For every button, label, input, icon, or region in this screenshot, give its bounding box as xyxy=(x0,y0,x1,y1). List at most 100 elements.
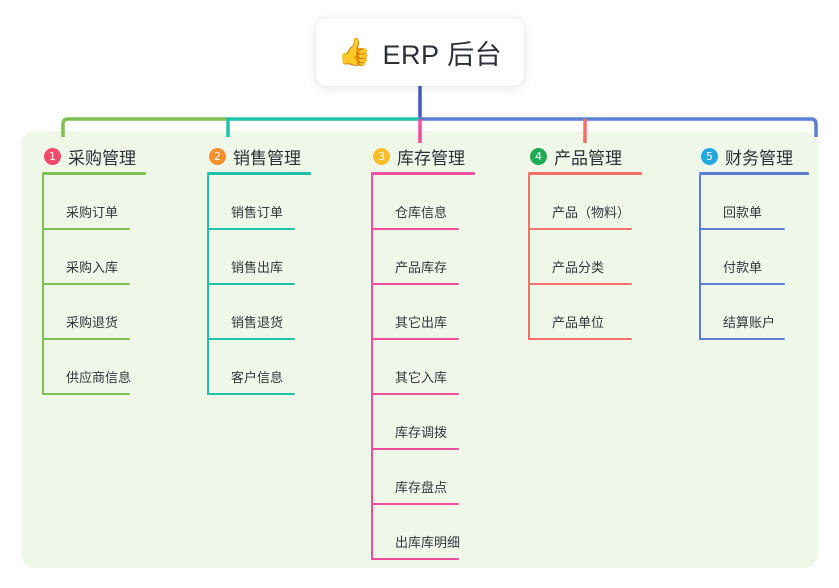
leaf-item[interactable]: 仓库信息 xyxy=(371,175,475,230)
leaf-item-underline xyxy=(42,338,130,340)
leaf-item-label: 产品单位 xyxy=(552,315,605,330)
leaf-item[interactable]: 采购入库 xyxy=(42,230,146,285)
leaf-item[interactable]: 库存调拨 xyxy=(371,395,475,450)
leaf-item-underline xyxy=(528,228,632,230)
leaf-item-label: 销售订单 xyxy=(231,205,284,220)
leaf-item[interactable]: 产品分类 xyxy=(528,230,642,285)
leaf-item-label: 其它入库 xyxy=(395,370,448,385)
leaf-connector-stem xyxy=(42,230,44,285)
branch-column-4: 4 产品管理产品（物料） 产品分类产品单位 xyxy=(528,143,642,340)
leaf-connector-stem xyxy=(371,230,373,285)
leaf-connector-stem xyxy=(207,340,209,395)
category-number-badge: 4 xyxy=(530,147,547,165)
root-title: ERP 后台 xyxy=(382,39,503,70)
leaf-item[interactable]: 客户信息 xyxy=(207,340,311,395)
root-node[interactable]: 👍 ERP 后台 xyxy=(316,18,524,86)
leaf-item[interactable]: 供应商信息 xyxy=(42,340,146,395)
leaf-item-label: 采购订单 xyxy=(66,205,119,220)
category-label: 产品管理 xyxy=(554,148,622,168)
category-label: 销售管理 xyxy=(233,148,301,168)
leaf-item[interactable]: 回款单 xyxy=(699,175,809,230)
leaf-item-underline xyxy=(699,338,785,340)
diagram-background-panel xyxy=(21,131,818,568)
branch-column-3: 3 库存管理仓库信息产品库存其它出库其它入库库存调拨库存盘点出库库明细 xyxy=(371,143,475,560)
leaf-item-label: 采购入库 xyxy=(66,260,119,275)
category-underline xyxy=(699,172,809,175)
leaf-item-label: 回款单 xyxy=(723,205,763,220)
leaf-item[interactable]: 产品库存 xyxy=(371,230,475,285)
leaf-connector-stem xyxy=(207,175,209,230)
leaf-item[interactable]: 销售退货 xyxy=(207,285,311,340)
category-label: 财务管理 xyxy=(725,148,793,168)
leaf-item[interactable]: 产品（物料） xyxy=(528,175,642,230)
leaf-item-underline xyxy=(371,338,459,340)
leaf-item[interactable]: 其它入库 xyxy=(371,340,475,395)
leaf-connector-stem xyxy=(528,285,530,340)
leaf-item-underline xyxy=(42,393,130,395)
leaf-item-underline xyxy=(42,228,130,230)
leaf-item[interactable]: 结算账户 xyxy=(699,285,809,340)
leaf-item[interactable]: 出库库明细 xyxy=(371,505,475,560)
leaf-item-label: 产品库存 xyxy=(395,260,448,275)
leaf-item[interactable]: 其它出库 xyxy=(371,285,475,340)
leaf-connector-stem xyxy=(371,450,373,505)
leaf-item-underline xyxy=(371,448,459,450)
leaf-item-label: 付款单 xyxy=(723,260,763,275)
leaf-item[interactable]: 库存盘点 xyxy=(371,450,475,505)
thumbs-up-emoji: 👍 xyxy=(337,36,372,67)
category-header-1[interactable]: 1 采购管理 xyxy=(42,143,146,169)
category-underline xyxy=(207,172,311,175)
category-header-4[interactable]: 4 产品管理 xyxy=(528,143,642,169)
category-number-badge: 3 xyxy=(373,147,390,165)
leaf-item[interactable]: 产品单位 xyxy=(528,285,642,340)
leaf-item-underline xyxy=(371,558,459,560)
leaf-item-label: 结算账户 xyxy=(723,315,776,330)
leaf-item[interactable]: 采购订单 xyxy=(42,175,146,230)
leaf-item-label: 采购退货 xyxy=(66,315,119,330)
leaf-item-underline xyxy=(371,503,459,505)
leaf-item-underline xyxy=(528,338,632,340)
leaf-item-underline xyxy=(371,228,459,230)
leaf-connector-stem xyxy=(42,285,44,340)
leaf-item[interactable]: 销售出库 xyxy=(207,230,311,285)
leaf-connector-stem xyxy=(528,175,530,230)
category-number-badge: 1 xyxy=(44,147,61,165)
category-header-3[interactable]: 3 库存管理 xyxy=(371,143,475,169)
leaf-item-label: 库存调拨 xyxy=(395,425,448,440)
leaf-item-label: 产品分类 xyxy=(552,260,605,275)
category-label: 采购管理 xyxy=(68,148,136,168)
category-number-badge: 2 xyxy=(209,147,226,165)
leaf-item-underline xyxy=(207,338,295,340)
leaf-connector-stem xyxy=(42,175,44,230)
leaf-item[interactable]: 销售订单 xyxy=(207,175,311,230)
branch-column-1: 1 采购管理采购订单采购入库采购退货供应商信息 xyxy=(42,143,146,395)
leaf-item[interactable]: 付款单 xyxy=(699,230,809,285)
leaf-item-label: 销售出库 xyxy=(231,260,284,275)
leaf-item-underline xyxy=(42,283,130,285)
category-underline xyxy=(42,172,146,175)
leaf-item[interactable]: 采购退货 xyxy=(42,285,146,340)
leaf-item-underline xyxy=(528,283,632,285)
leaf-item-underline xyxy=(207,283,295,285)
leaf-item-underline xyxy=(699,228,785,230)
leaf-connector-stem xyxy=(699,230,701,285)
leaf-connector-stem xyxy=(371,285,373,340)
leaf-connector-stem xyxy=(699,285,701,340)
leaf-item-label: 其它出库 xyxy=(395,315,448,330)
category-header-2[interactable]: 2 销售管理 xyxy=(207,143,311,169)
leaf-connector-stem xyxy=(371,340,373,395)
leaf-item-label: 出库库明细 xyxy=(395,535,461,550)
leaf-connector-stem xyxy=(699,175,701,230)
leaf-connector-stem xyxy=(371,505,373,560)
leaf-item-label: 仓库信息 xyxy=(395,205,448,220)
branch-column-2: 2 销售管理销售订单销售出库销售退货客户信息 xyxy=(207,143,311,395)
leaf-item-label: 库存盘点 xyxy=(395,480,448,495)
leaf-connector-stem xyxy=(528,230,530,285)
leaf-item-underline xyxy=(371,283,459,285)
category-label: 库存管理 xyxy=(397,148,465,168)
leaf-item-label: 客户信息 xyxy=(231,370,284,385)
category-underline xyxy=(528,172,642,175)
